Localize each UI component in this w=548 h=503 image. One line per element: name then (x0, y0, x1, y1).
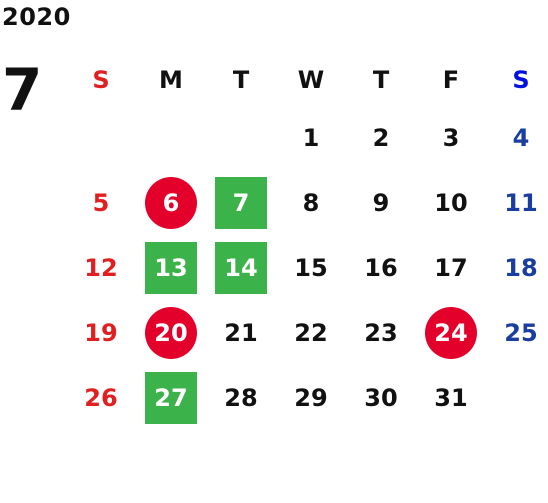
day-number: 25 (504, 318, 538, 347)
day-cell: 27 (136, 365, 206, 430)
day-cell: 7 (206, 170, 276, 235)
day-number: 26 (84, 383, 118, 412)
day-number: 21 (224, 318, 258, 347)
day-number: 30 (364, 383, 398, 412)
calendar-grid: S M T W T F S 1 2 3 4 5 6 7 8 9 10 11 12… (66, 55, 548, 430)
day-number-green-box: 14 (215, 241, 267, 294)
day-number: 31 (434, 383, 468, 412)
day-number: 8 (302, 188, 320, 217)
day-number-green-box: 13 (145, 241, 197, 294)
day-number: 29 (294, 383, 328, 412)
weekday-monday: M (159, 66, 183, 94)
day-cell: 3 (416, 105, 486, 170)
day-number: 28 (224, 383, 258, 412)
day-cell: 9 (346, 170, 416, 235)
day-cell: 13 (136, 235, 206, 300)
day-cell: 22 (276, 300, 346, 365)
day-number: 22 (294, 318, 328, 347)
day-number: 16 (364, 253, 398, 282)
day-cell: 18 (486, 235, 548, 300)
day-number: 19 (84, 318, 118, 347)
day-number: 4 (512, 123, 530, 152)
year-label: 2020 (2, 3, 71, 31)
weekday-saturday: S (512, 66, 530, 94)
weekday-friday: F (442, 66, 460, 94)
day-number-green-box: 27 (145, 371, 197, 424)
day-number: 9 (372, 188, 390, 217)
day-cell: 25 (486, 300, 548, 365)
day-cell-empty (486, 365, 548, 430)
day-number-red-circle: 24 (425, 306, 477, 359)
day-cell: 16 (346, 235, 416, 300)
day-cell: 20 (136, 300, 206, 365)
day-cell: 26 (66, 365, 136, 430)
weekday-wednesday: W (297, 66, 325, 94)
day-cell: 8 (276, 170, 346, 235)
day-cell: 19 (66, 300, 136, 365)
day-number: 5 (92, 188, 110, 217)
day-cell: 1 (276, 105, 346, 170)
day-number-green-box: 7 (215, 176, 267, 229)
day-cell: 24 (416, 300, 486, 365)
day-cell: 30 (346, 365, 416, 430)
day-cell: 14 (206, 235, 276, 300)
day-cell-empty (136, 105, 206, 170)
day-cell: 17 (416, 235, 486, 300)
day-cell: 5 (66, 170, 136, 235)
day-cell-empty (66, 105, 136, 170)
day-number: 18 (504, 253, 538, 282)
day-number: 15 (294, 253, 328, 282)
day-cell: 4 (486, 105, 548, 170)
day-cell: 6 (136, 170, 206, 235)
day-cell: 12 (66, 235, 136, 300)
weekday-thursday: T (372, 66, 390, 94)
day-number: 3 (442, 123, 460, 152)
day-cell: 10 (416, 170, 486, 235)
day-cell: 15 (276, 235, 346, 300)
day-number: 17 (434, 253, 468, 282)
day-cell: 2 (346, 105, 416, 170)
day-number-red-circle: 6 (145, 176, 197, 229)
day-number: 2 (372, 123, 390, 152)
day-number: 11 (504, 188, 538, 217)
day-number: 1 (302, 123, 320, 152)
weekday-sunday: S (92, 66, 110, 94)
day-number: 12 (84, 253, 118, 282)
day-number: 10 (434, 188, 468, 217)
day-cell: 28 (206, 365, 276, 430)
weekday-tuesday: T (232, 66, 250, 94)
day-number: 23 (364, 318, 398, 347)
day-cell: 21 (206, 300, 276, 365)
day-cell-empty (206, 105, 276, 170)
day-number-red-circle: 20 (145, 306, 197, 359)
day-cell: 31 (416, 365, 486, 430)
day-cell: 23 (346, 300, 416, 365)
day-cell: 11 (486, 170, 548, 235)
month-number: 7 (2, 56, 43, 124)
day-cell: 29 (276, 365, 346, 430)
